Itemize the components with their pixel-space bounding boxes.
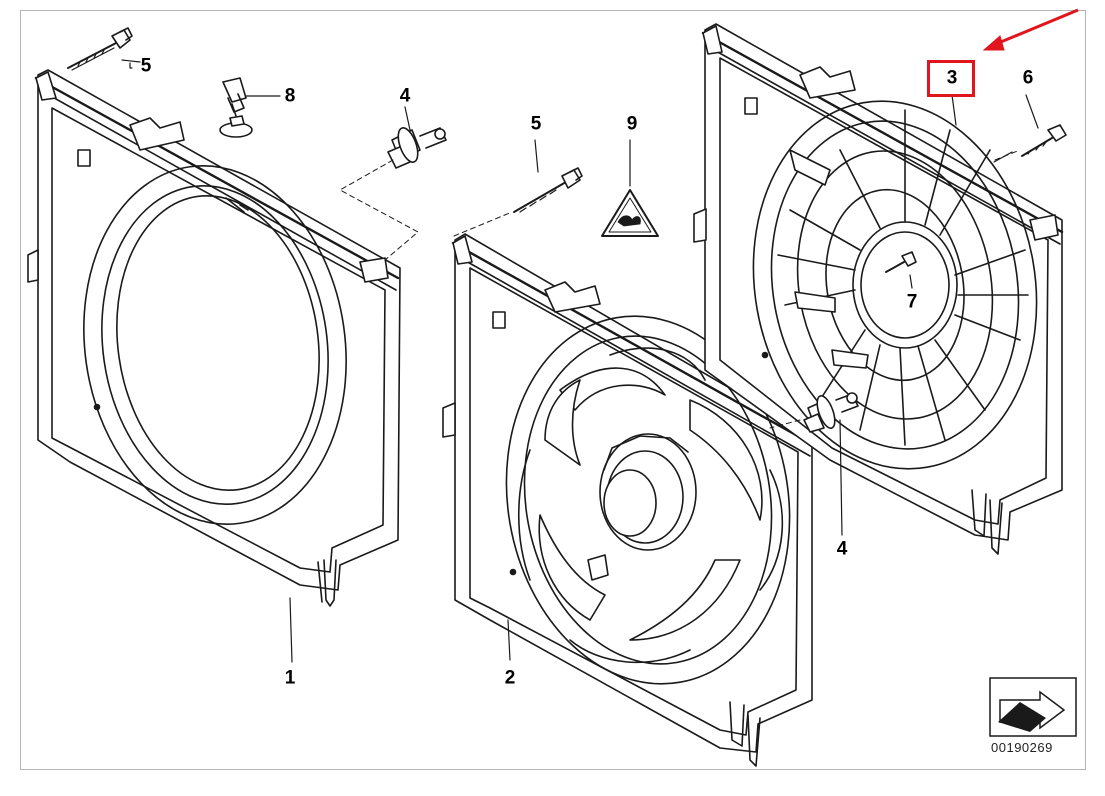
screw-icon: [1021, 124, 1067, 157]
leader-lines: [121, 59, 1039, 663]
clip-icon: [219, 77, 253, 138]
highlight-box: [927, 60, 975, 97]
screw-icon: [67, 27, 133, 71]
callout-5-middle: 5: [530, 113, 542, 135]
callout-4-bottom: 4: [836, 538, 848, 560]
alignment-lines: [339, 149, 1021, 429]
fan-cowl-part-3: [693, 23, 1064, 555]
diagram-reference-code: 00190269: [991, 740, 1053, 755]
screw-icon: [513, 167, 583, 213]
screw-icon: [885, 251, 917, 273]
callout-4-top: 4: [399, 85, 411, 107]
callout-2: 2: [504, 667, 516, 689]
callout-3: 3: [946, 67, 958, 89]
view-direction-arrow-icon: [989, 677, 1077, 737]
red-pointer-arrow-icon: [982, 8, 1079, 51]
callout-8: 8: [284, 85, 296, 107]
expanding-rivet-icon: [387, 127, 447, 169]
warning-triangle-icon: [601, 189, 659, 237]
callout-7: 7: [906, 291, 918, 313]
callout-6: 6: [1022, 67, 1034, 89]
expanding-rivet-icon: [803, 392, 859, 433]
callout-9: 9: [626, 113, 638, 135]
fan-shroud-part-1: [27, 69, 401, 607]
fan-assembly-part-2: [442, 233, 814, 767]
callout-1: 1: [284, 667, 296, 689]
callout-5-top-left: 5: [140, 55, 152, 77]
